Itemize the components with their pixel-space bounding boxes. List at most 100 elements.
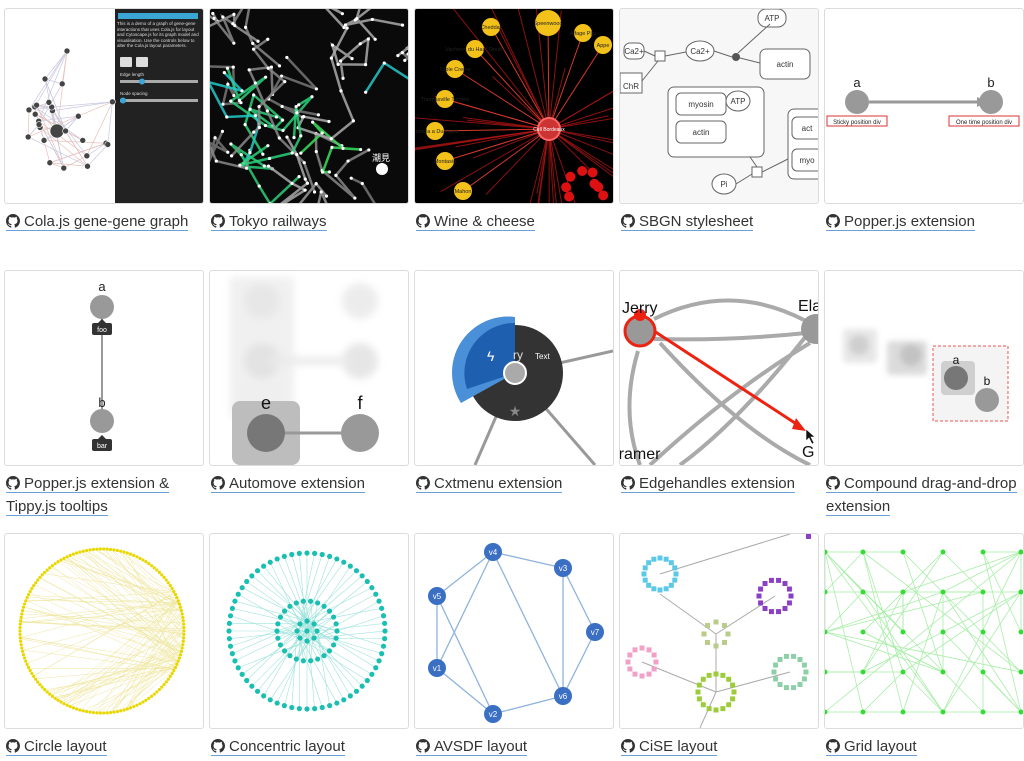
caption-text: Compound drag-and-drop extension	[826, 475, 1017, 515]
tokyo-railways-image: 潮見	[210, 9, 408, 203]
thumbnail-popper[interactable]: a b Sticky position div One time positio…	[824, 8, 1024, 204]
cheese-label: Alfage Pitu	[570, 31, 597, 37]
caption-text: Concentric layout	[229, 738, 345, 755]
link-edgehandles[interactable]: Edgehandles extension	[621, 475, 795, 493]
label-v6: v6	[559, 692, 568, 701]
cheese-label: Cheddar	[480, 25, 501, 31]
thumbnail-edgehandles[interactable]: Jerry Ela Kramer G	[619, 270, 819, 466]
panel-button-1[interactable]	[120, 57, 132, 67]
node-a-label: a	[953, 353, 960, 367]
node-v7	[586, 623, 604, 641]
node-e	[247, 414, 285, 452]
caption-sbgn[interactable]: SBGN stylesheet	[621, 210, 819, 233]
gene-node	[24, 133, 32, 141]
edge-length-slider[interactable]	[120, 80, 198, 83]
process-2	[751, 166, 763, 178]
tooltip-bar	[92, 439, 112, 451]
link-cxtmenu[interactable]: Cxtmenu extension	[416, 475, 563, 493]
caption-avsdf[interactable]: AVSDF layout	[416, 735, 614, 758]
tooltip-foo	[92, 323, 112, 335]
caption-cola[interactable]: Cola.js gene-gene graph	[6, 210, 204, 233]
link-concentric[interactable]: Concentric layout	[211, 738, 345, 756]
caption-tippy[interactable]: Popper.js extension & Tippy.js tooltips	[6, 472, 204, 518]
panel-button-2[interactable]	[136, 57, 148, 67]
thumbnail-concentric[interactable]	[209, 533, 409, 729]
caption-text: Circle layout	[24, 738, 107, 755]
node-v6	[554, 687, 572, 705]
thumbnail-avsdf[interactable]: v1 v2 v3 v4 v5 v6 v7	[414, 533, 614, 729]
link-cise[interactable]: CiSE layout	[621, 738, 718, 756]
link-sbgn[interactable]: SBGN stylesheet	[621, 213, 754, 231]
link-popper[interactable]: Popper.js extension	[826, 213, 975, 231]
caption-text: CiSE layout	[639, 738, 718, 755]
caption-popper[interactable]: Popper.js extension	[826, 210, 1024, 233]
cheese-node	[482, 18, 500, 36]
grid-layout-image	[825, 549, 1023, 715]
edge-length-handle[interactable]	[139, 78, 145, 85]
caption-compound-dnd[interactable]: Compound drag-and-drop extension	[826, 472, 1024, 518]
cola-network	[24, 47, 116, 172]
caption-circle[interactable]: Circle layout	[6, 735, 204, 758]
label-chr: ChR	[623, 82, 639, 91]
process-node	[732, 53, 740, 61]
label-ca-mid: Ca2+	[690, 47, 710, 56]
node-spacing-handle[interactable]	[120, 97, 126, 104]
station-label: 潮見	[372, 152, 390, 163]
label-actin-top: actin	[777, 60, 794, 69]
caption-wine[interactable]: Wine & cheese	[416, 210, 614, 233]
edge-handle[interactable]	[634, 309, 646, 321]
link-automove[interactable]: Automove extension	[211, 475, 365, 493]
star-icon: ★	[509, 403, 522, 419]
caption-tokyo[interactable]: Tokyo railways	[211, 210, 409, 233]
label-jerry: Jerry	[622, 300, 658, 317]
node-label-ry: ry	[513, 348, 523, 362]
caption-edgehandles[interactable]: Edgehandles extension	[621, 472, 819, 495]
sbgn-image: Ca2+ Ca2+ ChR ATP actin myosin ATP actin…	[620, 9, 818, 203]
cheese-node	[436, 152, 454, 170]
link-compound-dnd[interactable]: Compound drag-and-drop extension	[826, 475, 1017, 516]
caption-text: Wine & cheese	[434, 213, 535, 230]
cheese-label: Mahon	[455, 189, 472, 195]
thumbnail-cxtmenu[interactable]: ϟ ★ Text ry	[414, 270, 614, 466]
caption-grid[interactable]: Grid layout	[826, 735, 1024, 758]
link-tippy[interactable]: Popper.js extension & Tippy.js tooltips	[6, 475, 170, 516]
tooltip-foo-label: foo	[97, 327, 107, 334]
thumbnail-grid[interactable]	[824, 533, 1024, 729]
thumbnail-sbgn[interactable]: Ca2+ Ca2+ ChR ATP actin myosin ATP actin…	[619, 8, 819, 204]
caption-concentric[interactable]: Concentric layout	[211, 735, 409, 758]
gene-node	[79, 137, 87, 144]
label-pi: Pi	[720, 180, 727, 189]
glyph-myo-right	[791, 148, 818, 172]
glyph-actin-inner	[675, 120, 727, 144]
github-icon	[826, 476, 840, 490]
gene-node	[25, 106, 33, 114]
onetime-popper	[948, 115, 1020, 127]
cheese-label: Thomasville Tomme	[421, 97, 470, 103]
cise-network	[625, 534, 811, 728]
thumbnail-circle[interactable]	[4, 533, 204, 729]
thumbnail-cola[interactable]: This is a demo of a graph of gene-gene i…	[4, 8, 204, 204]
tooltip-bar-label: bar	[97, 443, 108, 450]
link-circle[interactable]: Circle layout	[6, 738, 107, 756]
link-grid[interactable]: Grid layout	[826, 738, 917, 756]
link-wine[interactable]: Wine & cheese	[416, 213, 535, 231]
caption-automove[interactable]: Automove extension	[211, 472, 409, 495]
menu-text-command[interactable]: Text	[535, 352, 550, 361]
gene-node	[83, 152, 91, 160]
link-avsdf[interactable]: AVSDF layout	[416, 738, 528, 756]
thumbnail-tokyo[interactable]: 潮見	[209, 8, 409, 204]
caption-cxtmenu[interactable]: Cxtmenu extension	[416, 472, 614, 495]
thumbnail-tippy[interactable]: a b foo bar	[4, 270, 204, 466]
cheese-node	[426, 122, 444, 140]
thumbnail-cise[interactable]	[619, 533, 819, 729]
link-tokyo[interactable]: Tokyo railways	[211, 213, 327, 231]
caption-cise[interactable]: CiSE layout	[621, 735, 819, 758]
label-v4: v4	[489, 548, 498, 557]
node-spacing-slider[interactable]	[120, 99, 198, 102]
thumbnail-compound-dnd[interactable]: a b	[824, 270, 1024, 466]
node-b-label: b	[984, 374, 991, 388]
thumbnail-automove[interactable]: e f	[209, 270, 409, 466]
gene-node	[31, 110, 39, 118]
link-cola[interactable]: Cola.js gene-gene graph	[6, 213, 189, 231]
